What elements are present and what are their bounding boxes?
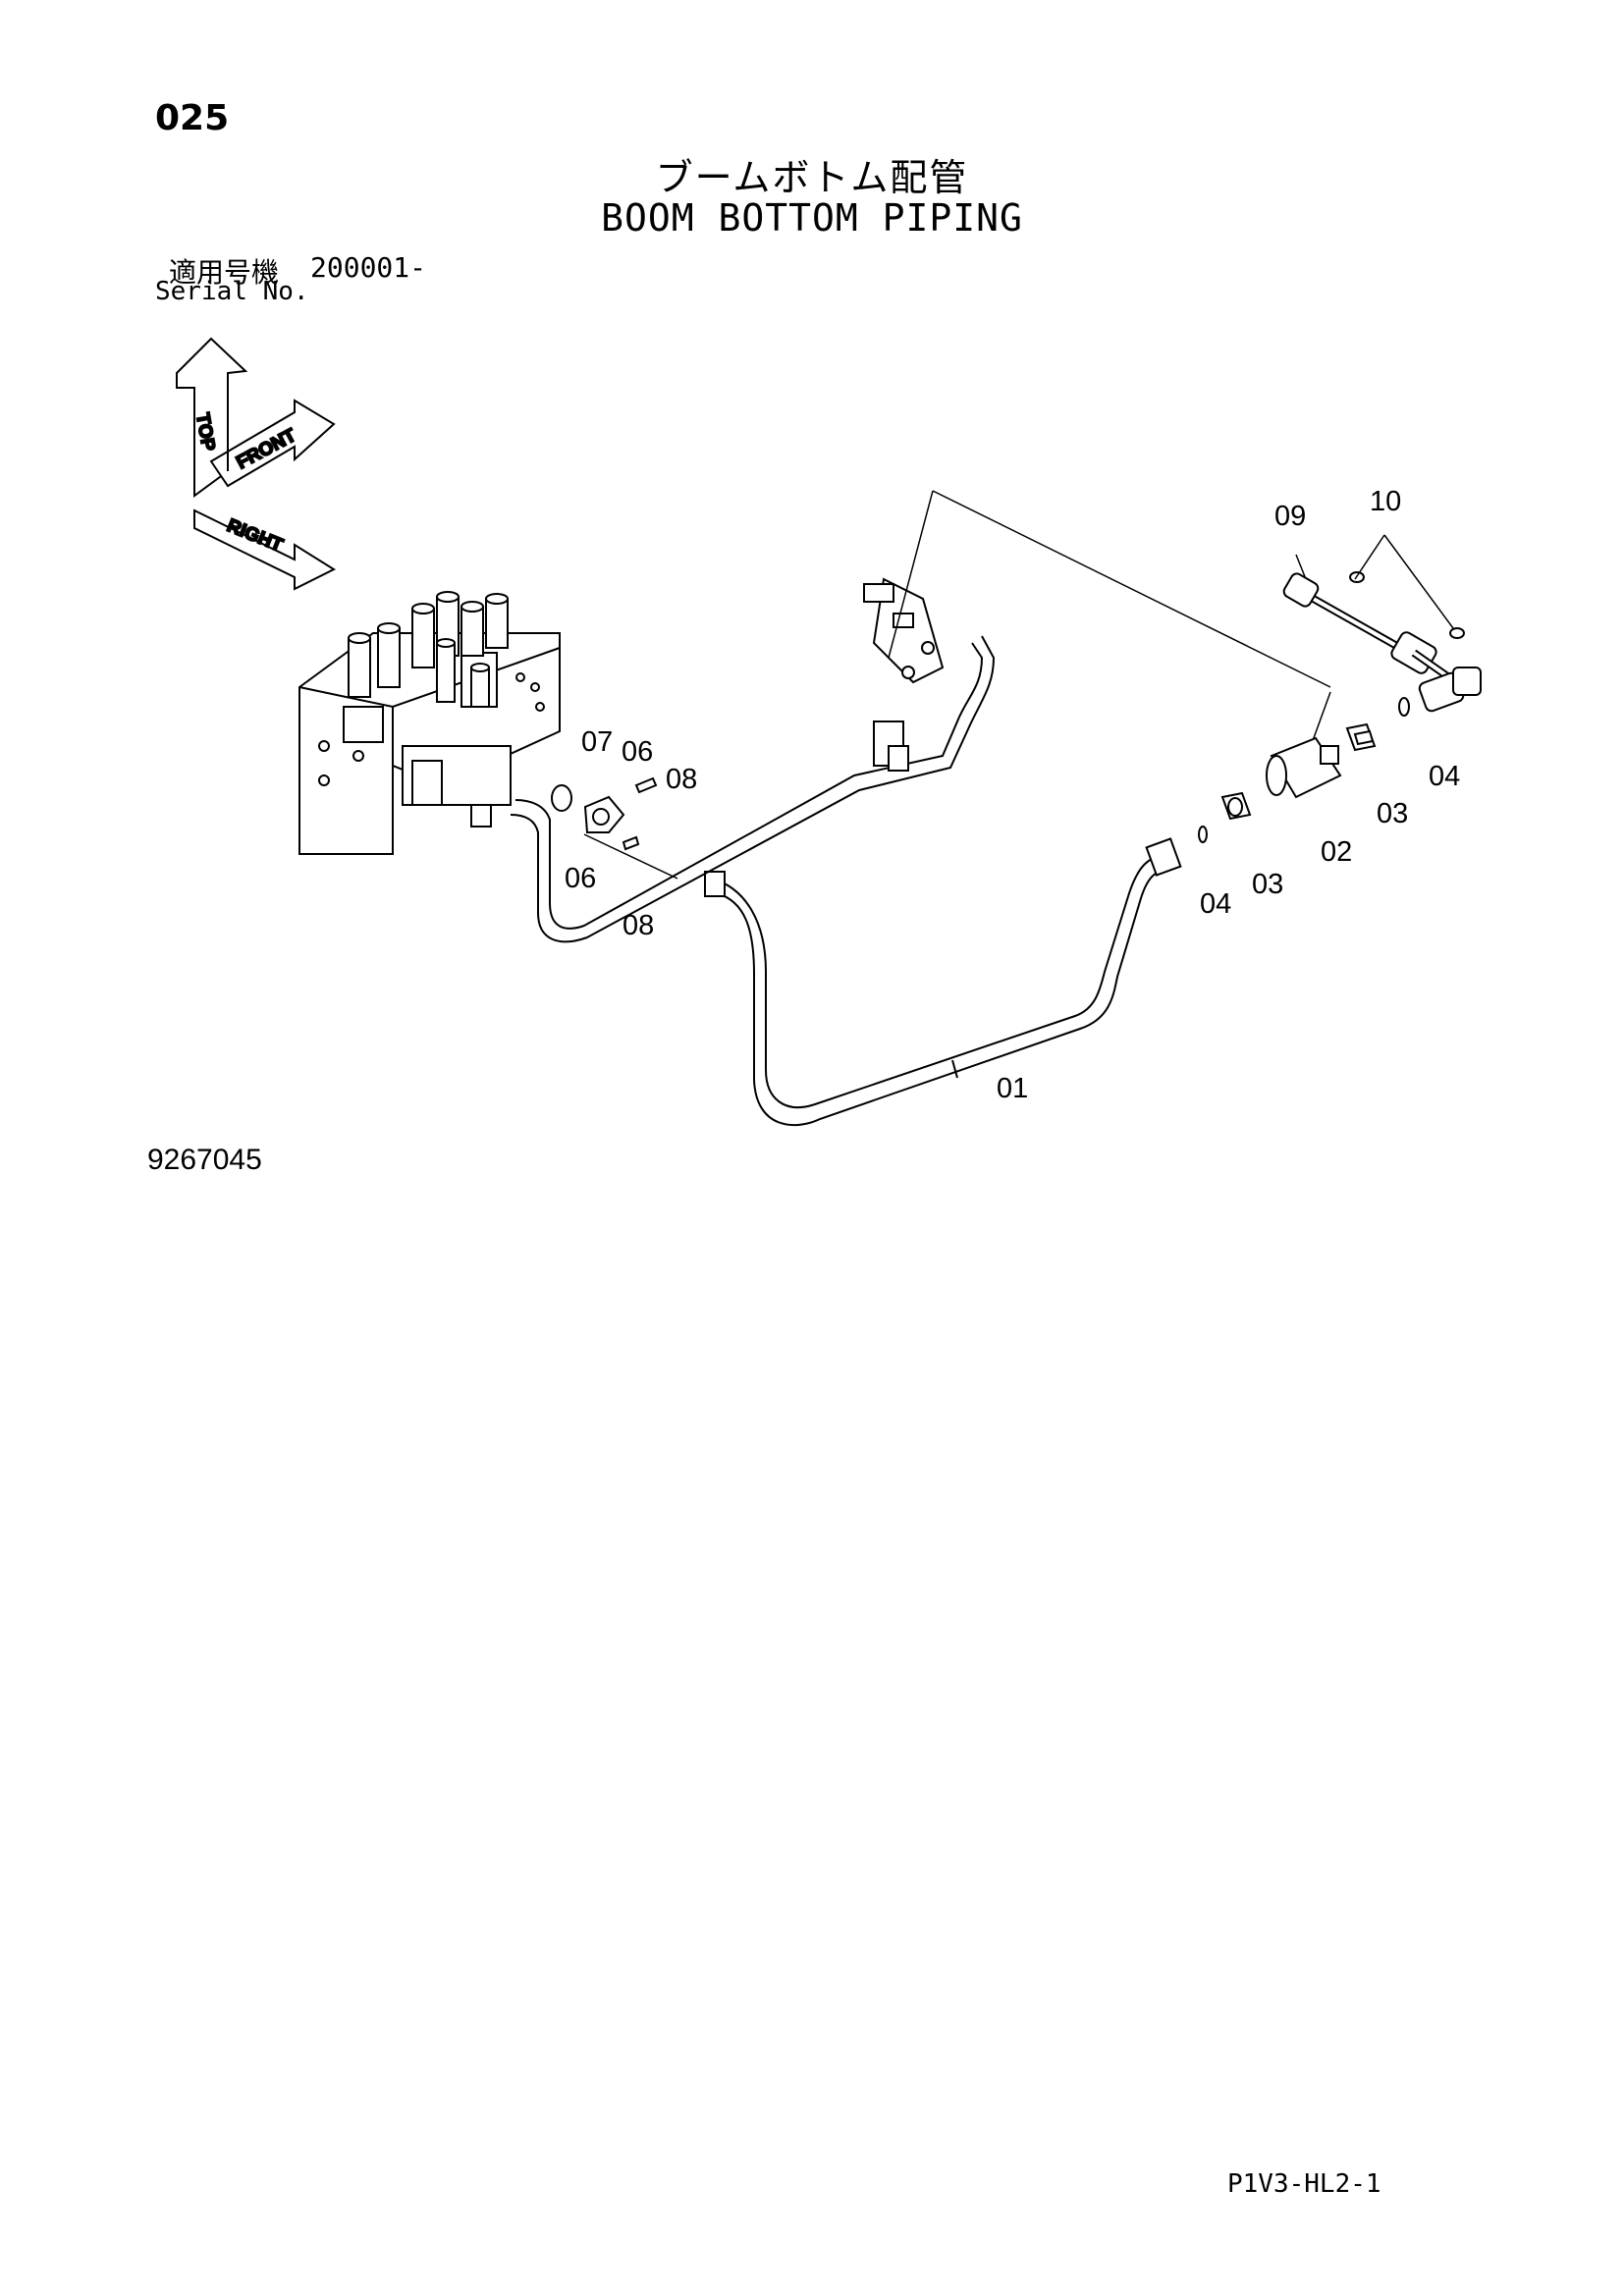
callout-04-right: 04: [1429, 761, 1460, 792]
callout-08-lower: 08: [623, 910, 654, 941]
orientation-indicator: TOP FRONT RIGHT: [176, 337, 337, 591]
coupling-02: [1266, 736, 1342, 799]
hose-09: [1282, 572, 1482, 713]
page-number: 025: [155, 98, 230, 138]
o-ring-04-right: [1398, 697, 1410, 717]
bolts-08: [622, 776, 658, 851]
callout-06-lower: 06: [565, 863, 596, 894]
title-english: BOOM BOTTOM PIPING: [601, 196, 1023, 240]
serial-label-japanese: 適用号機: [169, 256, 280, 289]
callout-03-right: 03: [1377, 798, 1408, 829]
callout-04-left: 04: [1200, 888, 1231, 920]
callout-02: 02: [1321, 836, 1352, 868]
adapter-03-left: [1220, 791, 1252, 821]
o-ring-07: [551, 784, 572, 812]
adapter-03-right: [1345, 722, 1377, 752]
figure-number: 9267045: [147, 1144, 262, 1176]
serial-value: 200001-: [310, 251, 427, 284]
callout-07: 07: [581, 726, 613, 758]
right-arrow-icon: [193, 508, 337, 591]
pilot-pipe: [510, 635, 996, 943]
control-valve-block: [298, 591, 561, 855]
leader-lines: [583, 490, 1454, 880]
callout-03-left: 03: [1252, 869, 1283, 900]
pipe-bracket: [863, 577, 945, 684]
o-ring-04-left: [1198, 826, 1208, 843]
callout-10: 10: [1370, 486, 1401, 517]
callout-08-upper: 08: [666, 764, 697, 795]
pipe-01: [704, 837, 1182, 1127]
callout-09: 09: [1274, 501, 1306, 532]
front-arrow-icon: [209, 399, 336, 488]
callout-01: 01: [997, 1073, 1028, 1104]
title-japanese: ブームボトム配管: [655, 156, 969, 199]
footer-code: P1V3-HL2-1: [1227, 2169, 1381, 2199]
callout-06-upper: 06: [622, 736, 653, 768]
o-rings-10: [1349, 571, 1465, 639]
serial-label-english: Serial No.: [155, 277, 309, 306]
flange-06: [583, 795, 625, 833]
